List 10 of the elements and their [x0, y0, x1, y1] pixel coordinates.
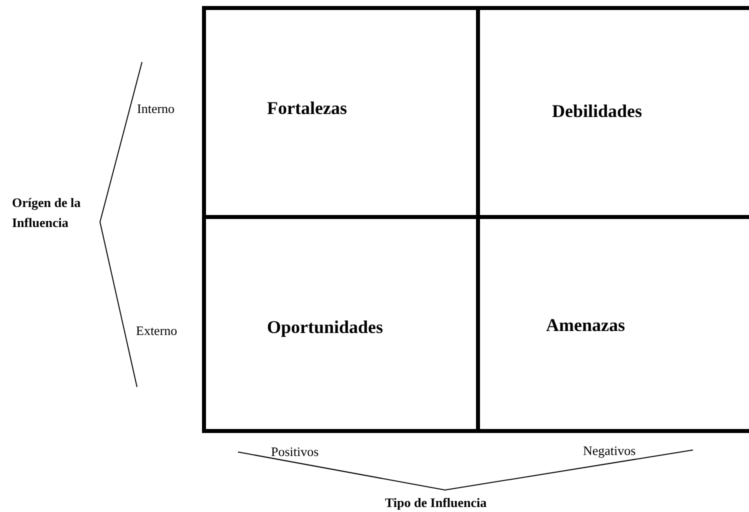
- axis-label: Externo: [136, 323, 178, 339]
- quadrant-title: Amenazas: [546, 315, 625, 336]
- quadrant-title: Debilidades: [552, 101, 642, 122]
- axis-title: Tipo de Influencia: [385, 495, 487, 511]
- axis-label: Positivos: [271, 444, 319, 460]
- axis-label: Interno: [137, 101, 175, 117]
- quadrant-title: Fortalezas: [267, 98, 347, 119]
- axis-title: Orígen de la Influencia: [12, 194, 82, 232]
- axis-label: Negativos: [583, 443, 636, 459]
- quadrant-title: Oportunidades: [267, 317, 384, 338]
